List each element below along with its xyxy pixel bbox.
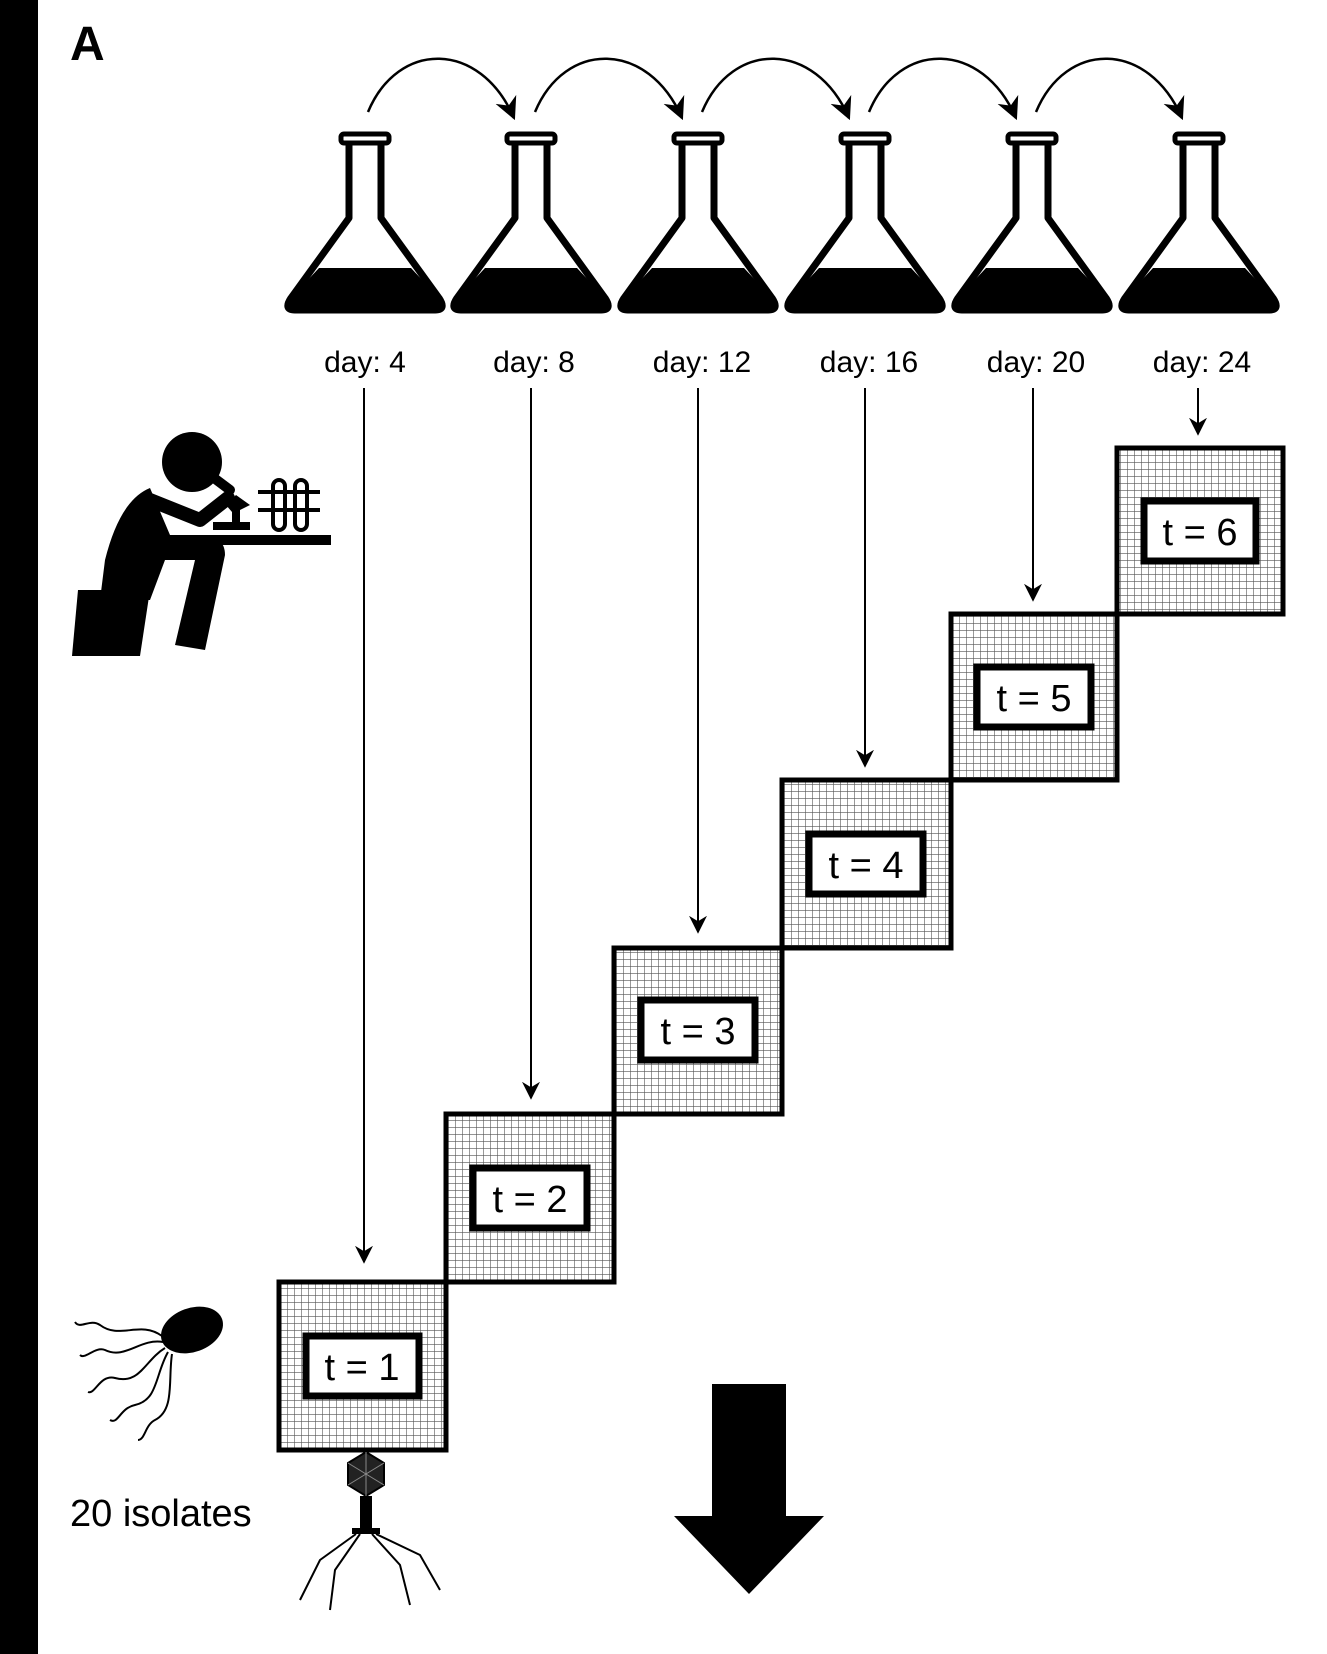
transfer-arrow-4 [867, 57, 1019, 121]
day-label-12: day: 12 [653, 346, 751, 379]
timepoint-box-1: t = 1 [276, 1279, 449, 1453]
transfer-arrow-3 [700, 57, 852, 121]
day-labels: day: 4 day: 8 day: 12 day: 16 day: 20 da… [324, 346, 1251, 379]
sampling-arrows [355, 388, 1207, 1264]
transfer-arrow-2 [533, 57, 685, 121]
panel-label: A [70, 18, 105, 71]
timepoint-box-4: t = 4 [779, 777, 954, 951]
timepoint-label-2: t = 2 [493, 1179, 568, 1221]
day-label-8: day: 8 [493, 346, 575, 379]
isolates-label: 20 isolates [70, 1493, 252, 1535]
timepoint-label-4: t = 4 [829, 845, 904, 887]
scientist-microscope-icon [72, 432, 331, 656]
bacterium-icon [74, 1306, 223, 1441]
transfer-arrow-1 [366, 57, 517, 121]
timepoint-box-6: t = 6 [1114, 445, 1286, 617]
day-label-16: day: 16 [820, 346, 918, 379]
timepoint-box-2: t = 2 [443, 1111, 617, 1285]
timepoint-box-5: t = 5 [948, 611, 1120, 783]
timepoint-label-3: t = 3 [661, 1011, 736, 1053]
timepoint-label-1: t = 1 [325, 1347, 400, 1389]
timepoint-staircase: t = 1 t = 2 t = 3 t = 4 t = 5 t = 6 [276, 445, 1286, 1453]
day-label-4: day: 4 [324, 346, 406, 379]
down-arrow-icon [674, 1384, 824, 1594]
transfer-arrow-5 [1034, 57, 1185, 121]
timepoint-box-3: t = 3 [611, 945, 785, 1117]
bacteriophage-icon [299, 1450, 441, 1611]
timepoint-label-5: t = 5 [997, 678, 1072, 720]
timepoint-label-6: t = 6 [1163, 512, 1238, 554]
transfer-arrows [366, 57, 1185, 121]
day-label-20: day: 20 [987, 346, 1085, 379]
day-label-24: day: 24 [1153, 346, 1251, 379]
